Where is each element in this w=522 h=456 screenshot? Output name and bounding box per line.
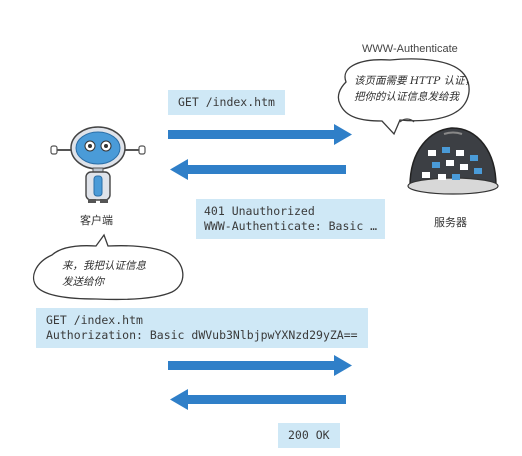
response2-label: 200 OK [278, 423, 340, 448]
server-label: 服务器 [434, 216, 467, 229]
server-header-title: WWW-Authenticate [362, 43, 458, 55]
response2-arrow [170, 389, 346, 410]
request1-label: GET /index.htm [168, 90, 285, 115]
request2-label: GET /index.htm Authorization: Basic dWVu… [36, 308, 368, 348]
server-speech-bubble [337, 58, 470, 136]
server-icon [399, 118, 499, 195]
request1-arrow [168, 124, 352, 145]
server-bubble-text: 该页面需要 HTTP 认证， 把你的认证信息发给我 [354, 75, 476, 103]
client-speech-bubble [33, 233, 184, 301]
client-label: 客户端 [80, 214, 113, 227]
client-bubble-text: 来，我把认证信息 发送给你 [62, 260, 146, 288]
response1-arrow [170, 159, 346, 180]
request2-arrow [168, 355, 352, 376]
robot-client-icon [50, 126, 146, 203]
response1-label: 401 Unauthorized WWW-Authenticate: Basic… [196, 199, 386, 239]
